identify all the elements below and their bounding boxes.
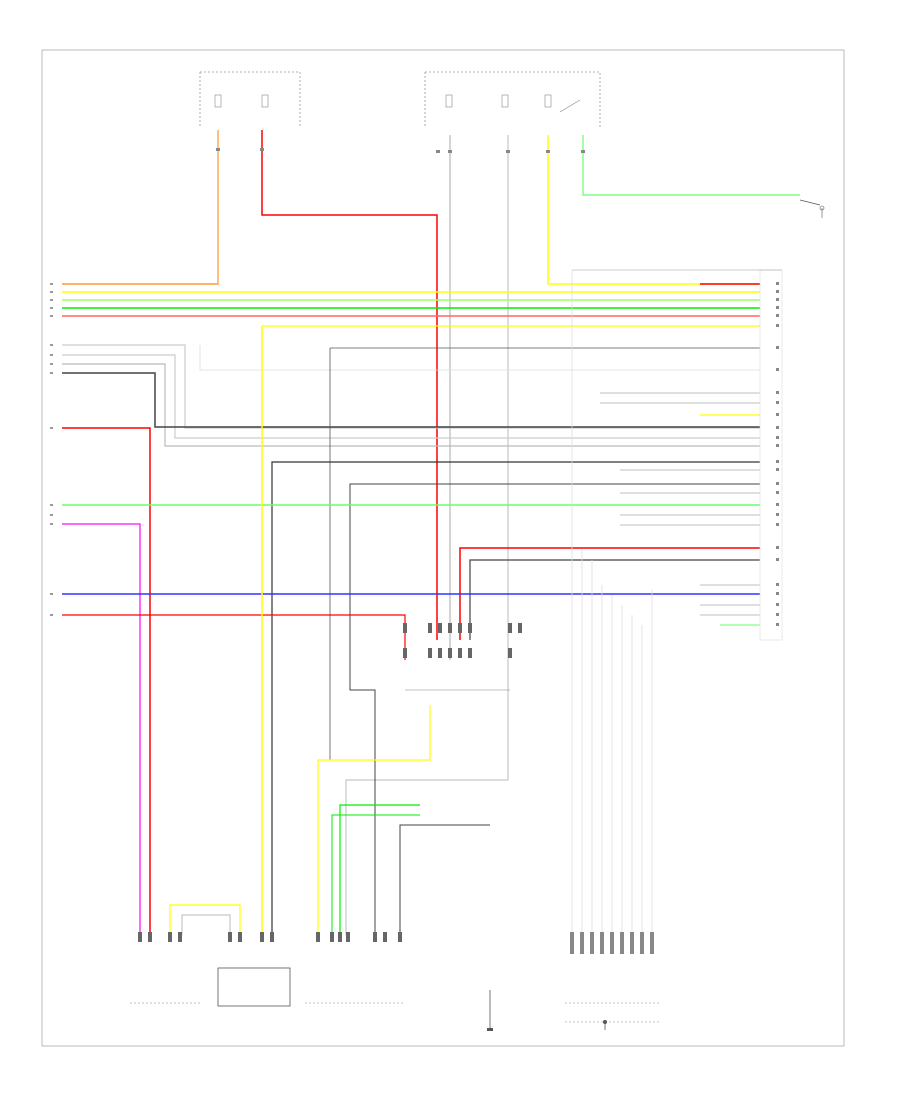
- wire-yellow-sel: [317, 705, 431, 935]
- component-combination-switch: [217, 932, 291, 1007]
- wire-green-feed: [582, 135, 800, 196]
- wire-black-sel: [399, 824, 490, 935]
- wire-green-sel-1: [339, 804, 420, 935]
- component-ground-left: [487, 990, 493, 1031]
- component-selector-lever: [305, 932, 405, 1004]
- fuse-block-left: [199, 71, 301, 128]
- component-tcm: [130, 932, 200, 1004]
- wire-black-mid: [271, 461, 760, 935]
- wire-gray-1: [62, 344, 760, 429]
- wire-red-left: [62, 427, 151, 935]
- wire-gray-loop: [181, 914, 231, 935]
- wire-black-1: [62, 372, 760, 428]
- wire-black-right: [469, 559, 760, 640]
- wire-black-mid-2: [349, 483, 760, 935]
- wire-gray-3: [62, 363, 760, 447]
- ground-icon: [487, 1028, 493, 1031]
- component-lower-right-connector: [565, 932, 660, 1030]
- ground-icon: [603, 1020, 607, 1030]
- left-pin-markers: [50, 283, 53, 616]
- wire-green-sel-2: [331, 814, 420, 935]
- wire-gray-feed-2: [345, 135, 509, 935]
- wire-group-right-drops: [571, 270, 653, 935]
- diagram-border: [41, 49, 845, 1047]
- wire-gray-2: [62, 354, 760, 439]
- wire-pink: [62, 523, 141, 935]
- top-pin-markers: [216, 148, 585, 153]
- wire-red-lower: [62, 614, 406, 660]
- switch-top-right: [799, 199, 825, 218]
- connector-pins: [776, 282, 779, 626]
- mid-connector: [403, 623, 522, 691]
- wire-gray-4: [199, 345, 760, 371]
- wire-yellow-loop: [169, 904, 241, 935]
- fuse-icon: [214, 94, 269, 108]
- wire-red-right: [459, 547, 760, 640]
- wire-orange-feed: [62, 130, 219, 285]
- fuse-icon: [445, 94, 552, 108]
- fuse-block-right: [424, 71, 601, 128]
- wire-yellow-feed: [547, 135, 760, 285]
